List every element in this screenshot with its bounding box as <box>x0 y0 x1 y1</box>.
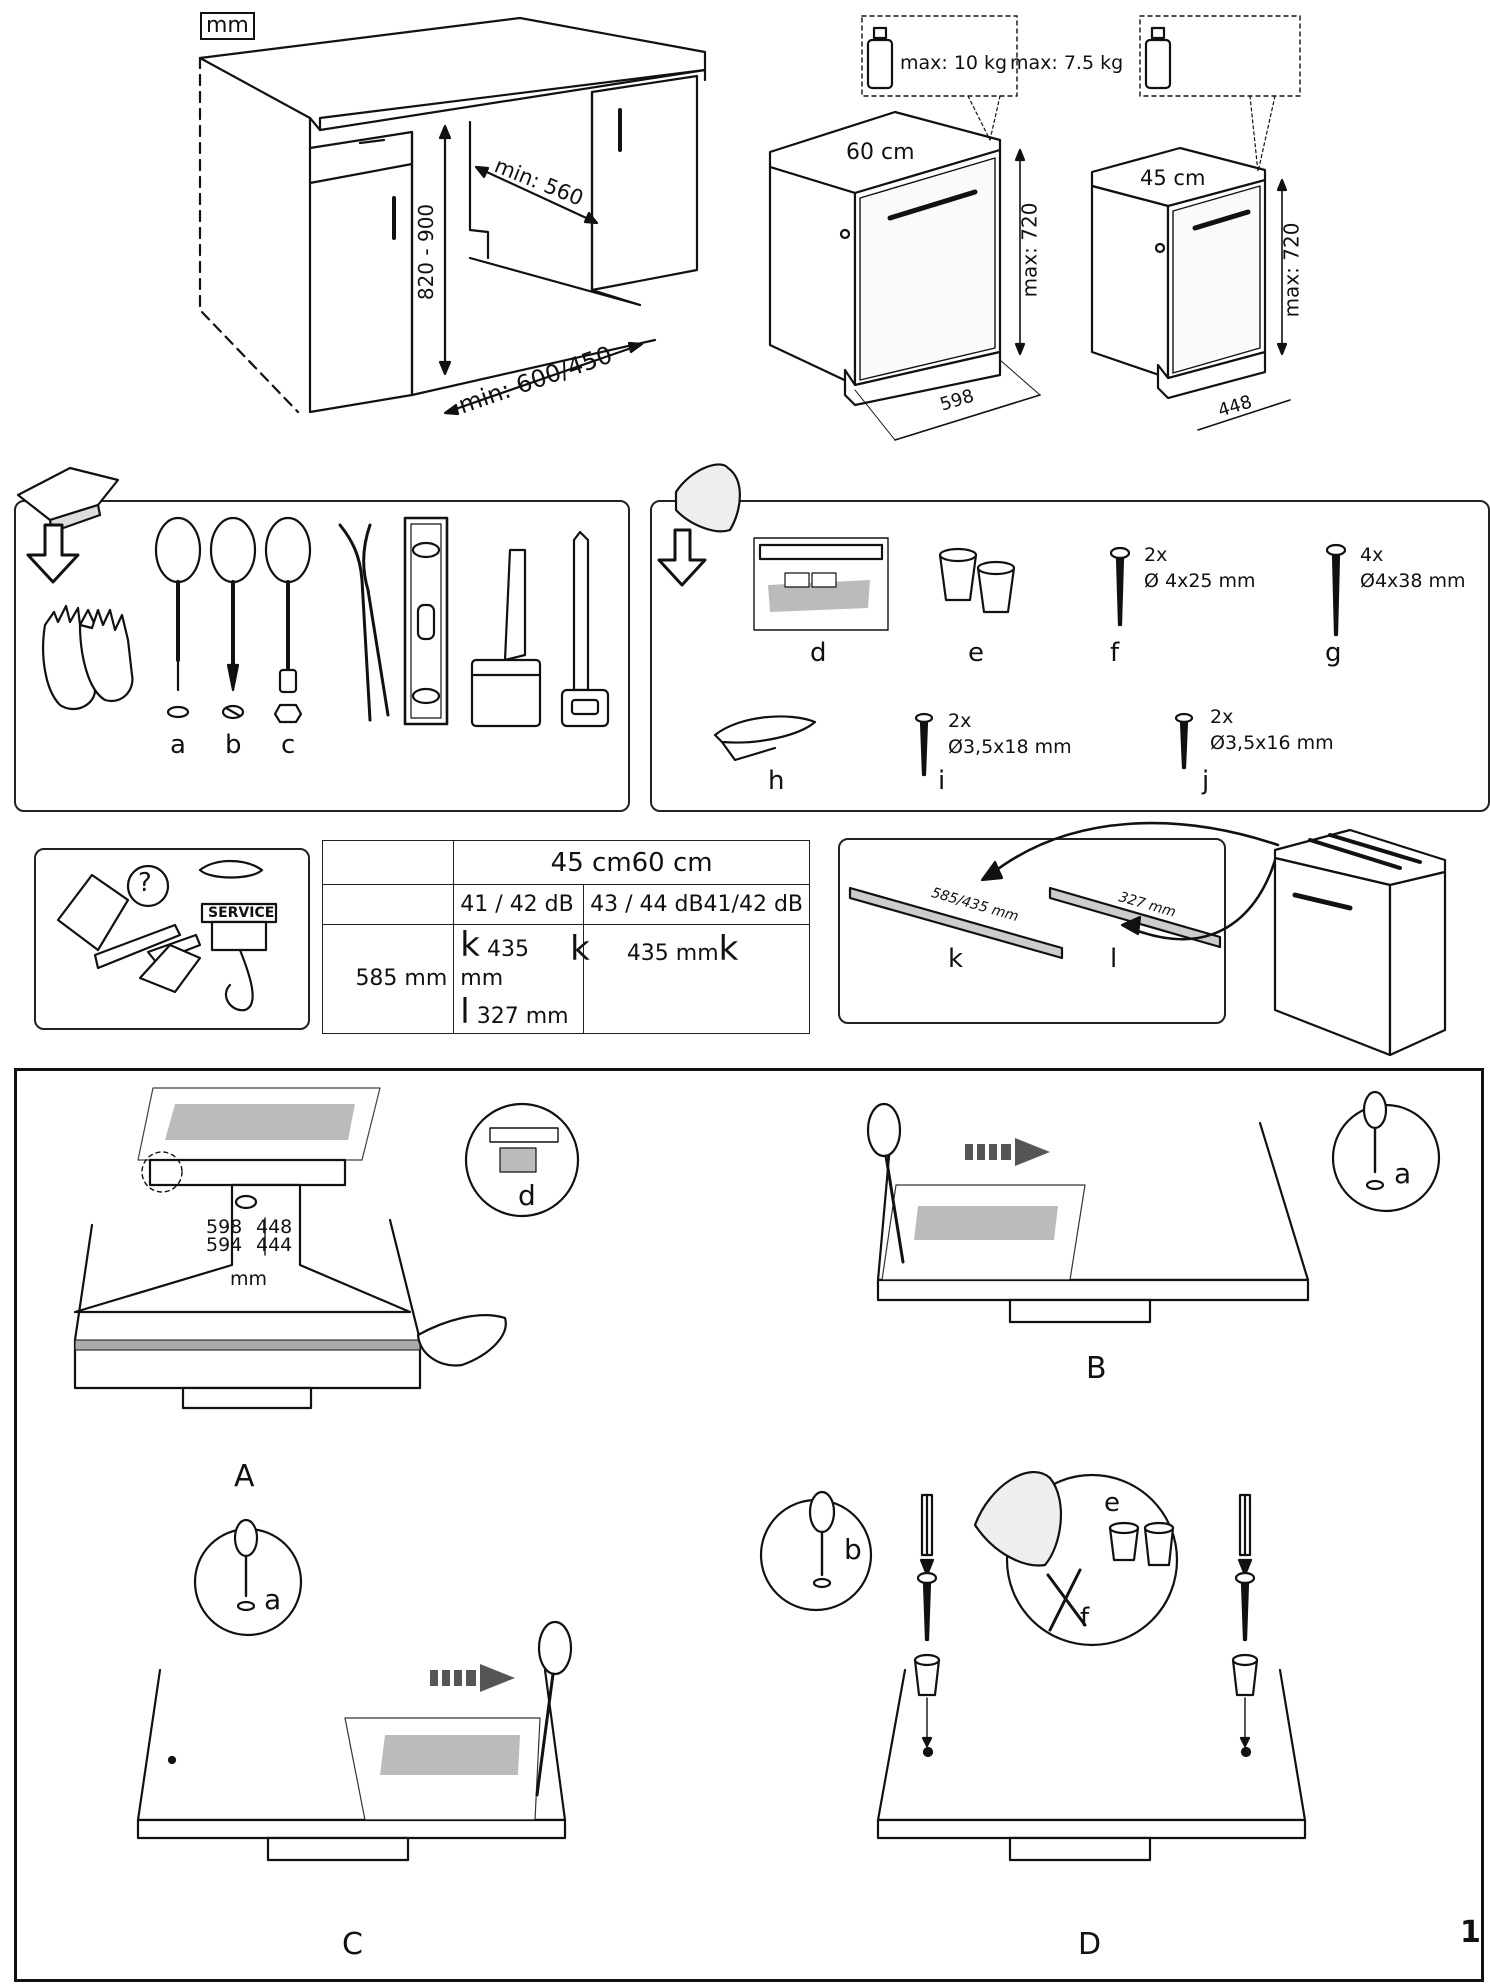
service-label: SERVICE <box>208 905 275 921</box>
tool-label-b: b <box>225 730 242 760</box>
step-c-label: C <box>342 1927 363 1962</box>
noise-table-db-b: 43 / 44 dB41/42 dB <box>583 884 810 925</box>
parts-drawings <box>657 463 1347 777</box>
step-a-right-top: 448 <box>256 1216 293 1238</box>
noise-c2-k-size: 435 mm <box>626 941 719 966</box>
noise-table-cell-2: k 435 mmk <box>570 924 810 1034</box>
dishwasher-45-drawing <box>1090 15 1301 431</box>
dw60-weight-label: max: 10 kg <box>900 52 1008 74</box>
noise-table-blank <box>321 884 455 925</box>
tools-drawings <box>16 466 610 728</box>
part-label-e: e <box>968 638 984 668</box>
strip-l-label: l <box>1110 944 1118 974</box>
part-qty-i: 2x <box>948 710 972 732</box>
question-mark: ? <box>138 868 152 898</box>
part-label-f: f <box>1110 638 1120 668</box>
step-b-tool-label: a <box>1394 1157 1412 1190</box>
dishwasher-60-drawing <box>768 15 1041 441</box>
dw45-height-label: max: 720 <box>1279 222 1304 318</box>
dw60-width-label: 60 cm <box>846 140 915 165</box>
step-c-drawing <box>136 1518 573 1862</box>
part-size-f: Ø 4x25 mm <box>1144 570 1256 592</box>
step-a-drawing <box>73 1087 580 1410</box>
step-d-label: D <box>1078 1927 1102 1962</box>
step-a-left-top: 598 <box>206 1216 243 1238</box>
step-d-part-f: f <box>1080 1603 1090 1633</box>
cabinet-height-label: 820 - 900 <box>414 203 439 301</box>
step-a-left-bottom: 594 <box>206 1234 243 1256</box>
noise-c2-k-mid: k <box>570 929 590 969</box>
step-c-tool-label: a <box>264 1583 282 1616</box>
strip-k-label: k <box>948 944 964 974</box>
part-qty-f: 2x <box>1144 544 1168 566</box>
part-size-j: Ø3,5x16 mm <box>1210 732 1334 754</box>
strips-drawings <box>848 821 1447 1057</box>
steps-frame <box>14 1068 1484 1982</box>
step-b-drawing <box>866 1090 1441 1324</box>
step-b-label: B <box>1086 1351 1107 1386</box>
noise-table-row-label: 585 mm <box>321 924 455 1034</box>
unit-label: mm <box>200 12 255 40</box>
noise-table-db-a: 41 / 42 dB <box>453 884 585 925</box>
part-qty-j: 2x <box>1210 706 1234 728</box>
dw45-weight-label: max: 7.5 kg <box>1010 52 1124 74</box>
tool-label-c: c <box>281 730 296 760</box>
noise-table-corner <box>321 840 455 885</box>
tool-label-a: a <box>170 730 186 760</box>
noise-c1-l: l <box>460 992 470 1033</box>
step-a-right-bottom: 444 <box>256 1234 293 1256</box>
part-label-h: h <box>768 766 785 796</box>
noise-c1-k: k <box>460 925 480 965</box>
part-size-g: Ø4x38 mm <box>1360 570 1466 592</box>
part-label-j: j <box>1202 766 1210 796</box>
part-size-i: Ø3,5x18 mm <box>948 736 1072 758</box>
page-number: 1 <box>1460 1915 1481 1950</box>
cabinet-niche-drawing <box>198 16 707 416</box>
step-d-drawing <box>759 1471 1307 1862</box>
dw60-height-label: max: 720 <box>1017 202 1042 298</box>
part-label-i: i <box>938 766 946 796</box>
step-a-detail-label: d <box>518 1179 536 1212</box>
noise-table-header: 45 cm60 cm <box>453 840 810 885</box>
noise-c2-k-end: k <box>718 929 739 969</box>
step-d-tool-label: b <box>844 1533 862 1566</box>
service-drawings <box>56 860 278 1012</box>
noise-table: 45 cm60 cm 41 / 42 dB 43 / 44 dB41/42 dB… <box>321 840 810 1034</box>
noise-c1-l-size: 327 mm <box>476 1004 569 1030</box>
noise-c1-k-size: 435 mm <box>460 937 529 991</box>
dw45-width-label: 45 cm <box>1140 166 1206 190</box>
part-label-g: g <box>1325 638 1342 668</box>
part-label-d: d <box>810 638 827 668</box>
noise-table-cell-1: k 435 mm l 327 mm <box>453 924 585 1034</box>
step-a-unit: mm <box>230 1268 268 1290</box>
step-a-label: A <box>234 1459 255 1494</box>
step-d-part-e: e <box>1104 1488 1120 1518</box>
part-qty-g: 4x <box>1360 544 1384 566</box>
